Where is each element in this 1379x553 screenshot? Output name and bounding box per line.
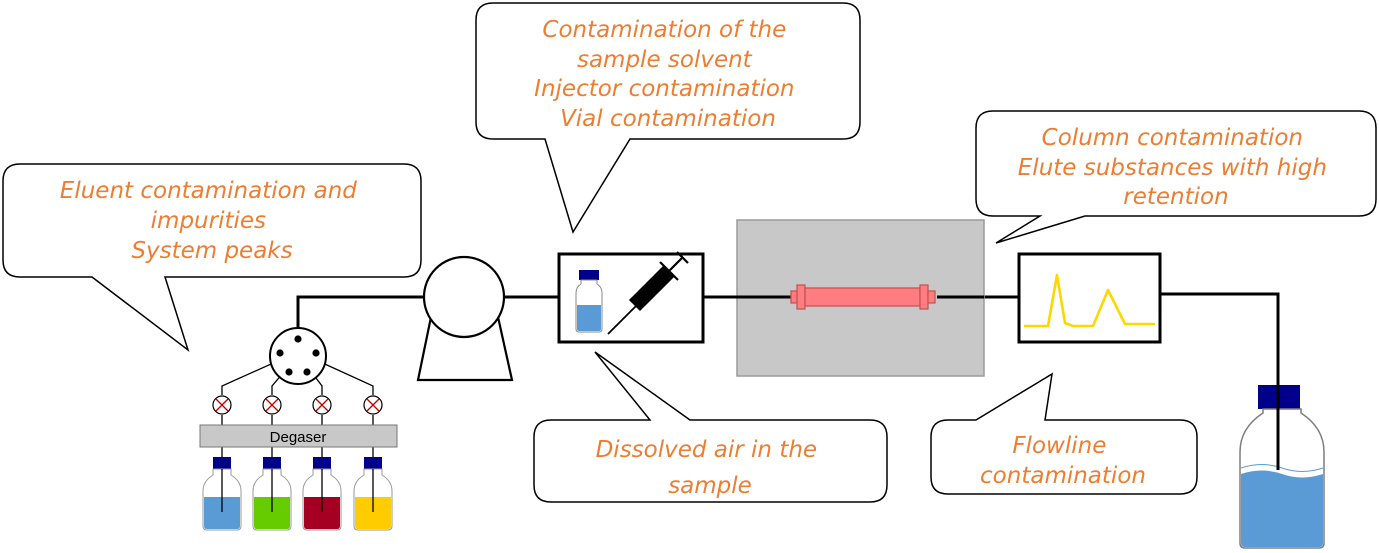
chromatogram-icon [1024,273,1155,328]
bottle-cap [263,457,281,469]
check-valve-icon [262,395,282,415]
svg-text:Contamination of the sam: Contamination of the sample solvent Inje… [534,17,802,132]
degaser-bar [199,424,398,448]
callout-column-line-1: Column contamination [1042,125,1303,151]
check-valve-icon [212,395,232,415]
callout-flowline-line-1: Flowline [1012,433,1106,459]
callout-eluent-line-1: Eluent contamination and [60,178,357,204]
check-valves [212,395,383,415]
callout-eluent-bubble [2,163,422,353]
callout-sample-line-1: Contamination of the [542,17,786,43]
callout-flowline-line-2: contamination [980,463,1146,489]
mixing-valve-icon [269,327,327,385]
callout-dissolved-air-line-2: sample [668,473,752,499]
svg-text:Flowline contamination: Flowline contamination [980,433,1146,489]
svg-text:Dissolved air in the sam: Dissolved air in the sample [596,437,825,499]
callout-sample-line-3: Injector contamination [534,76,794,102]
callout-eluent: Eluent contamination and impurities Syst… [2,163,422,353]
column-icon [790,284,936,310]
bottle-cap [364,457,382,469]
detector-box [1017,252,1162,344]
callout-eluent-line-2: impurities [151,208,266,234]
suction-lines [221,469,374,512]
vial-icon [575,270,603,333]
degaser: Degaser [199,424,398,448]
callout-column: Column contamination Elute substances wi… [975,110,1377,244]
svg-text:Column contamination Elu: Column contamination Elute substances wi… [1018,125,1334,210]
callout-flowline: Flowline contamination [930,372,1198,495]
injector [557,251,705,344]
callout-flowline-bubble [930,372,1198,495]
bottle-liquid [304,497,340,529]
pump-icon [416,255,514,382]
bottle-cap [313,457,331,469]
bottle-liquid [355,497,391,529]
callout-dissolved-air-line-1: Dissolved air in the [596,437,817,463]
callout-column-line-3: retention [1123,184,1228,210]
flowline-detector-to-waste [1160,292,1280,385]
check-valve-icon [312,395,332,415]
callout-dissolved-air-bubble [533,351,888,503]
bottle-liquid [204,497,240,529]
callout-eluent-line-3: System peaks [131,238,292,264]
callout-sample-line-4: Vial contamination [560,106,776,132]
callout-dissolved-air: Dissolved air in the sample [533,351,888,503]
waste-bottle-icon [1239,385,1325,549]
solvent-bottles: Degaser [199,359,398,531]
bottle-cap [213,457,231,469]
degaser-label: Degaser [270,429,327,446]
column-oven [703,219,985,377]
callout-sample: Contamination of the sample solvent Inje… [475,2,861,234]
waste-liquid [1241,470,1323,547]
bottle-liquid [254,497,290,529]
callout-column-bubble [975,110,1377,244]
syringe-icon [607,251,689,335]
callout-column-line-2: Elute substances with high [1018,155,1327,181]
check-valve-icon [363,395,383,415]
callout-sample-bubble [475,2,861,234]
detector [1017,252,1162,344]
flowline-valve-to-pump [296,295,425,333]
callout-sample-line-2: sample solvent [577,47,753,73]
svg-text:Eluent contamination and: Eluent contamination and impurities Syst… [60,178,364,264]
